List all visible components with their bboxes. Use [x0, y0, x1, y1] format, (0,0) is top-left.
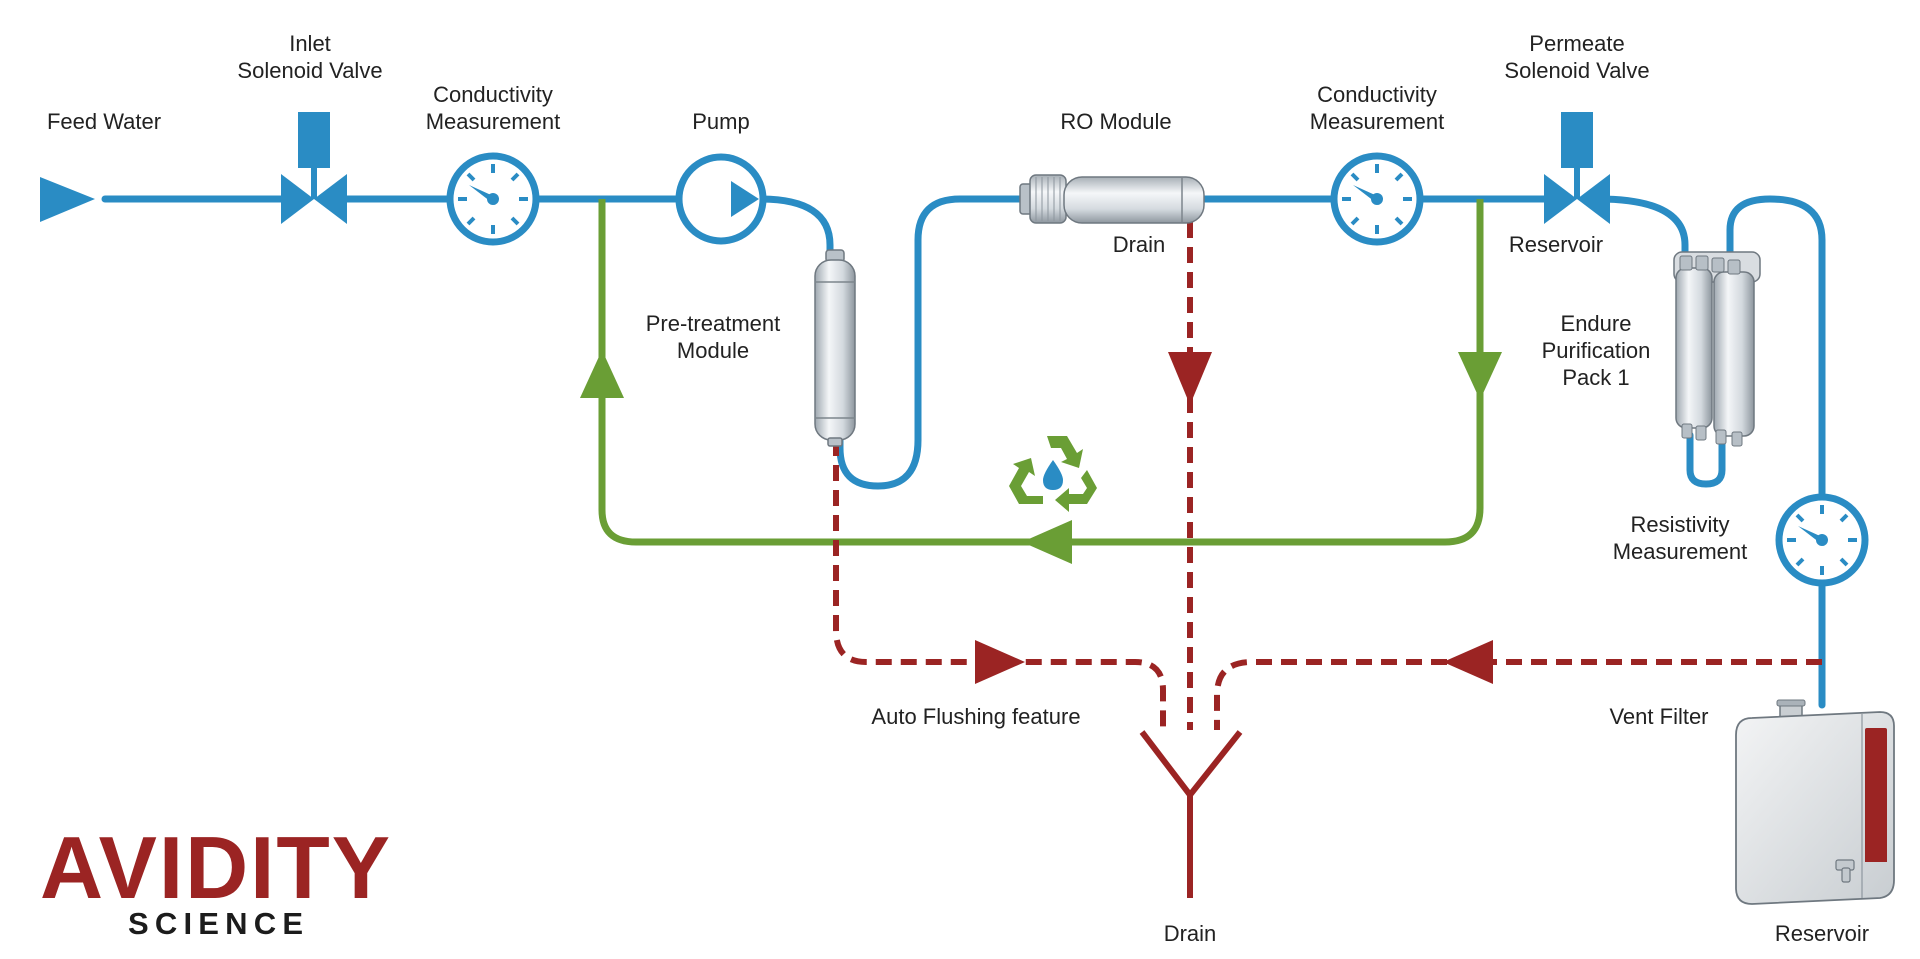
- label-reservoir-top: Reservoir: [1509, 232, 1603, 257]
- label-pump: Pump: [692, 109, 749, 134]
- label-conductivity-2-line1: Conductivity: [1317, 82, 1437, 107]
- drain-arrow-down-icon: [1168, 352, 1212, 405]
- feed-water-arrow-icon: [40, 177, 95, 222]
- drain-line: [833, 222, 1822, 730]
- label-vent-filter: Vent Filter: [1609, 704, 1708, 729]
- purification-pack-icon: [1673, 251, 1761, 447]
- label-resistivity-line2: Measurement: [1613, 539, 1748, 564]
- label-permeate-valve-line1: Permeate: [1529, 31, 1624, 56]
- label-auto-flushing: Auto Flushing feature: [871, 704, 1080, 729]
- water-line: [101, 195, 1826, 709]
- diagram-labels: Feed Water Inlet Solenoid Valve Conducti…: [47, 31, 1869, 946]
- permeate-solenoid-valve-icon: [1544, 112, 1610, 224]
- logo-tagline: SCIENCE: [128, 906, 316, 941]
- recycle-arrow-left-icon: [1022, 520, 1072, 564]
- label-ro-module: RO Module: [1060, 109, 1171, 134]
- label-conductivity-1-line2: Measurement: [426, 109, 561, 134]
- avidity-science-logo: AVIDITY SCIENCE: [40, 818, 392, 941]
- conductivity-gauge-2-icon: [1330, 152, 1424, 246]
- label-endure-line3: Pack 1: [1562, 365, 1629, 390]
- recycle-arrow-up-icon: [580, 350, 624, 398]
- reservoir-tank-icon: [1735, 699, 1895, 905]
- label-endure-line2: Purification: [1542, 338, 1651, 363]
- inlet-solenoid-valve-icon: [281, 112, 347, 224]
- pump-icon: [675, 153, 767, 245]
- label-drain-bottom: Drain: [1164, 921, 1217, 946]
- label-conductivity-2-line2: Measurement: [1310, 109, 1445, 134]
- recycle-line: [598, 199, 1484, 546]
- conductivity-gauge-1-icon: [446, 152, 540, 246]
- logo-wordmark: AVIDITY: [40, 818, 392, 917]
- label-inlet-valve-line1: Inlet: [289, 31, 331, 56]
- label-conductivity-1-line1: Conductivity: [433, 82, 553, 107]
- ro-module-icon: [1019, 174, 1205, 224]
- label-reservoir-bottom: Reservoir: [1775, 921, 1869, 946]
- label-pretreatment-line2: Module: [677, 338, 749, 363]
- label-resistivity-line1: Resistivity: [1630, 512, 1729, 537]
- drain-arrow-left-icon: [1443, 640, 1493, 684]
- label-inlet-valve-line2: Solenoid Valve: [237, 58, 382, 83]
- label-endure-line1: Endure: [1561, 311, 1632, 336]
- label-feed-water: Feed Water: [47, 109, 161, 134]
- recycle-arrow-down-icon: [1458, 352, 1502, 400]
- label-permeate-valve-line2: Solenoid Valve: [1504, 58, 1649, 83]
- drain-funnel-icon: [1139, 730, 1243, 898]
- label-pretreatment-line1: Pre-treatment: [646, 311, 781, 336]
- drain-arrow-right-icon: [975, 640, 1025, 684]
- label-ro-drain: Drain: [1113, 232, 1166, 257]
- resistivity-gauge-icon: [1775, 493, 1869, 587]
- recycle-icon: [1009, 436, 1097, 512]
- pretreatment-module-icon: [814, 249, 856, 447]
